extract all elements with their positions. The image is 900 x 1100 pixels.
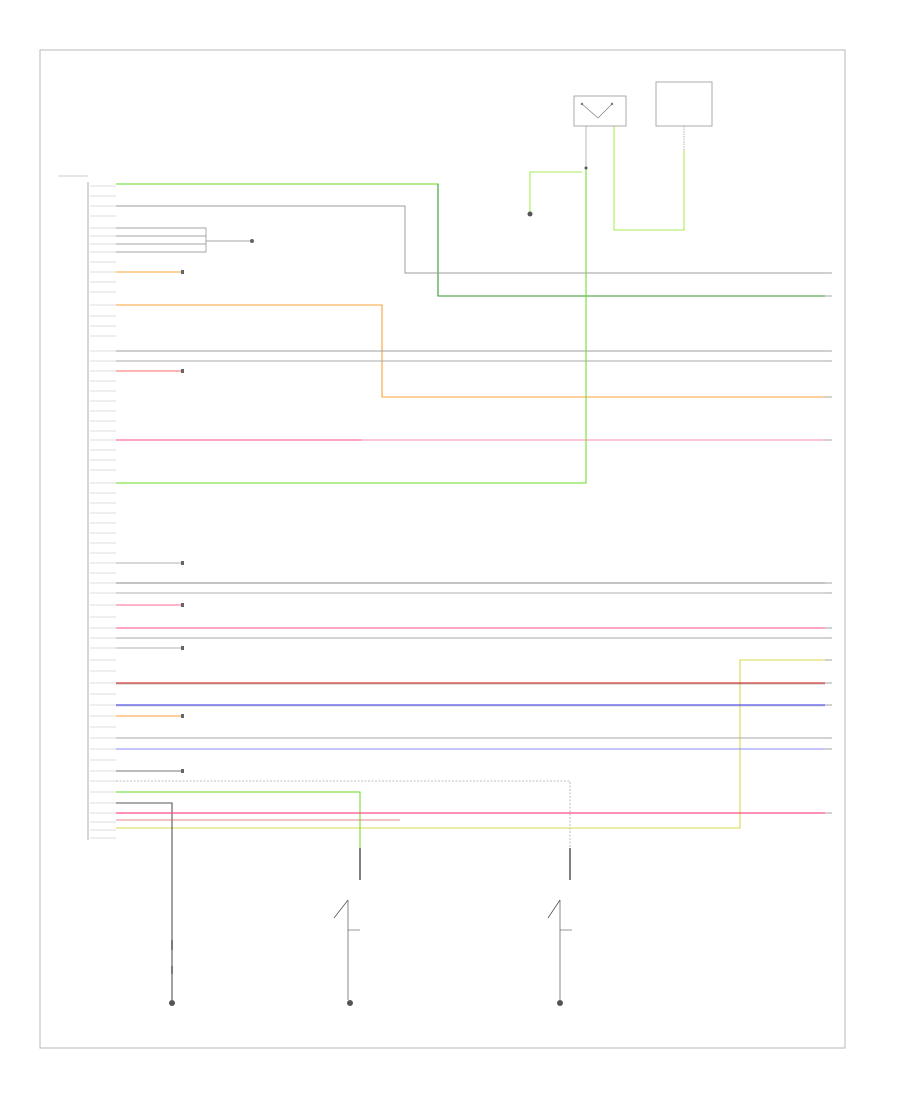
ground-connector-icon (169, 166, 588, 1006)
wire-green-3 (116, 791, 361, 848)
neutral-switch-icon (547, 848, 572, 1000)
wire-gray-dotted (116, 780, 571, 848)
wire-gray-1 (116, 205, 825, 274)
connector-stubs (181, 270, 184, 773)
wire-green-2 (116, 168, 587, 484)
top-module-component (655, 81, 713, 150)
right-terminals (825, 272, 832, 814)
wire-lime-1 (529, 171, 582, 213)
wire-green-top (116, 183, 825, 297)
clutch-switch-icon (333, 848, 361, 1000)
wire-yellow (116, 659, 825, 829)
wire-bus-sensor (116, 227, 207, 253)
relay-component (573, 95, 627, 168)
wire-dark-ground (116, 802, 173, 1000)
diagram-frame (39, 49, 846, 1049)
module-pin-ticks (90, 185, 116, 839)
wire-lime-2 (613, 126, 685, 231)
